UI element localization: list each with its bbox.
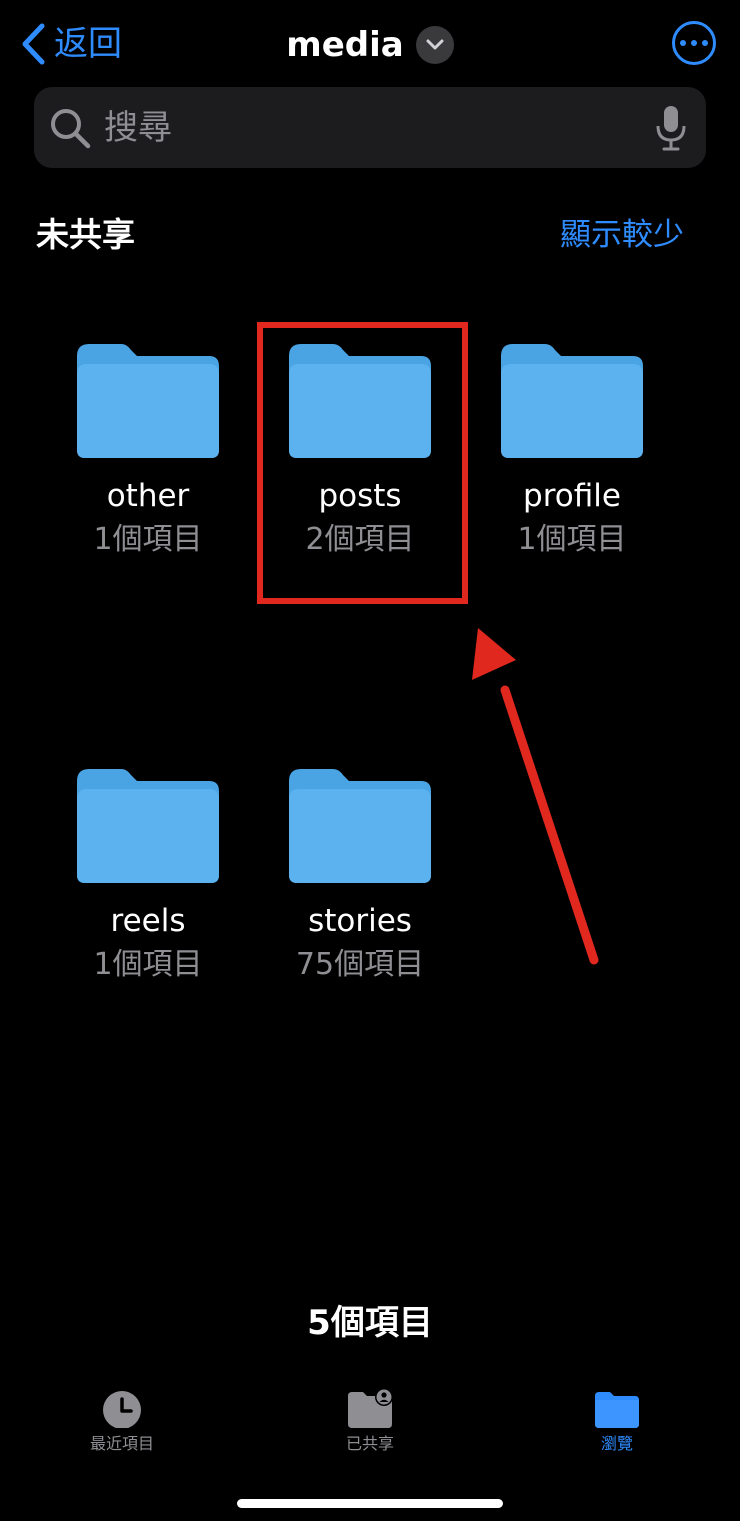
folder-item-count: 1個項目 xyxy=(93,522,203,557)
shared-folder-icon xyxy=(348,1388,392,1428)
folder-reels[interactable]: reels 1個項目 xyxy=(42,767,254,985)
folder-other[interactable]: other 1個項目 xyxy=(42,342,254,560)
tab-label: 最近項目 xyxy=(89,1434,154,1453)
chevron-left-icon xyxy=(22,23,45,65)
search-bar[interactable] xyxy=(34,87,706,168)
folder-name: reels xyxy=(110,903,186,939)
tab-browse[interactable]: 瀏覽 xyxy=(537,1388,697,1454)
folder-name: stories xyxy=(308,903,412,939)
folder-icon xyxy=(501,344,643,458)
search-input[interactable] xyxy=(102,106,654,149)
title-menu-button[interactable] xyxy=(415,26,454,64)
back-button[interactable]: 返回 xyxy=(20,22,122,66)
home-indicator xyxy=(237,1499,503,1508)
clock-icon xyxy=(103,1391,141,1428)
title-bar: media xyxy=(0,22,740,68)
tab-bar: 最近項目 已共享 瀏覽 xyxy=(0,1388,740,1468)
folder-name: profile xyxy=(523,478,621,514)
tab-recents[interactable]: 最近項目 xyxy=(42,1388,202,1454)
folder-name: other xyxy=(106,478,190,514)
folder-icon xyxy=(77,344,219,458)
page-title: media xyxy=(286,25,404,65)
section-title: 未共享 xyxy=(36,215,135,254)
more-options-button[interactable] xyxy=(672,21,716,65)
tab-label: 瀏覽 xyxy=(600,1434,633,1453)
folder-item-count: 1個項目 xyxy=(93,947,203,982)
folder-item-count: 1個項目 xyxy=(517,522,627,557)
folder-posts[interactable]: posts 2個項目 xyxy=(254,342,466,560)
folder-item-count: 2個項目 xyxy=(305,522,415,557)
back-label: 返回 xyxy=(54,24,122,64)
item-total: 5個項目 xyxy=(307,1303,433,1343)
tab-label: 已共享 xyxy=(345,1434,394,1453)
folder-icon xyxy=(289,344,431,458)
folder-item-count: 75個項目 xyxy=(295,947,425,982)
tab-shared[interactable]: 已共享 xyxy=(290,1388,450,1454)
folder-icon xyxy=(595,1392,639,1428)
search-icon xyxy=(51,108,91,148)
folder-name: posts xyxy=(318,478,402,514)
show-less-button[interactable]: 顯示較少 xyxy=(560,217,684,253)
highlight-box xyxy=(257,322,468,604)
folder-icon xyxy=(289,769,431,883)
ellipsis-icon xyxy=(680,40,686,46)
microphone-icon[interactable] xyxy=(654,104,688,152)
folder-profile[interactable]: profile 1個項目 xyxy=(466,342,678,560)
folder-stories[interactable]: stories 75個項目 xyxy=(254,767,466,985)
chevron-down-icon xyxy=(426,39,444,50)
folder-icon xyxy=(77,769,219,883)
